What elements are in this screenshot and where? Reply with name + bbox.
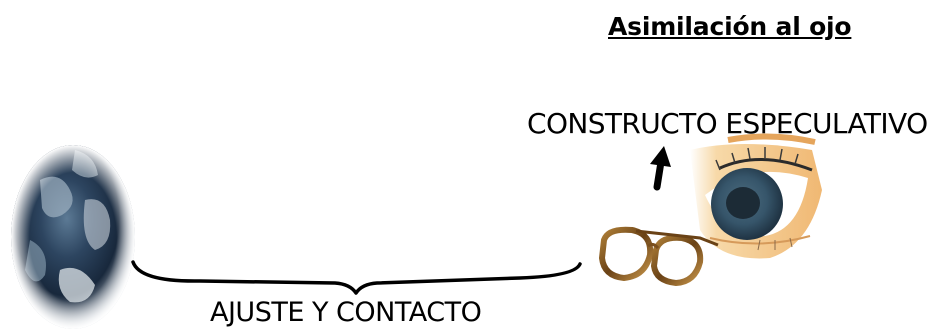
construct-label: CONSTRUCTO ESPECULATIVO [527, 107, 928, 140]
up-arrow-icon [650, 146, 671, 191]
earth-globe-icon [11, 145, 135, 329]
eyeglasses-icon [598, 226, 719, 287]
diagram-heading: Asimilación al ojo [608, 12, 852, 41]
curly-brace [131, 260, 582, 295]
adjust-label: AJUSTE Y CONTACTO [210, 297, 482, 328]
eye-icon [690, 133, 822, 259]
